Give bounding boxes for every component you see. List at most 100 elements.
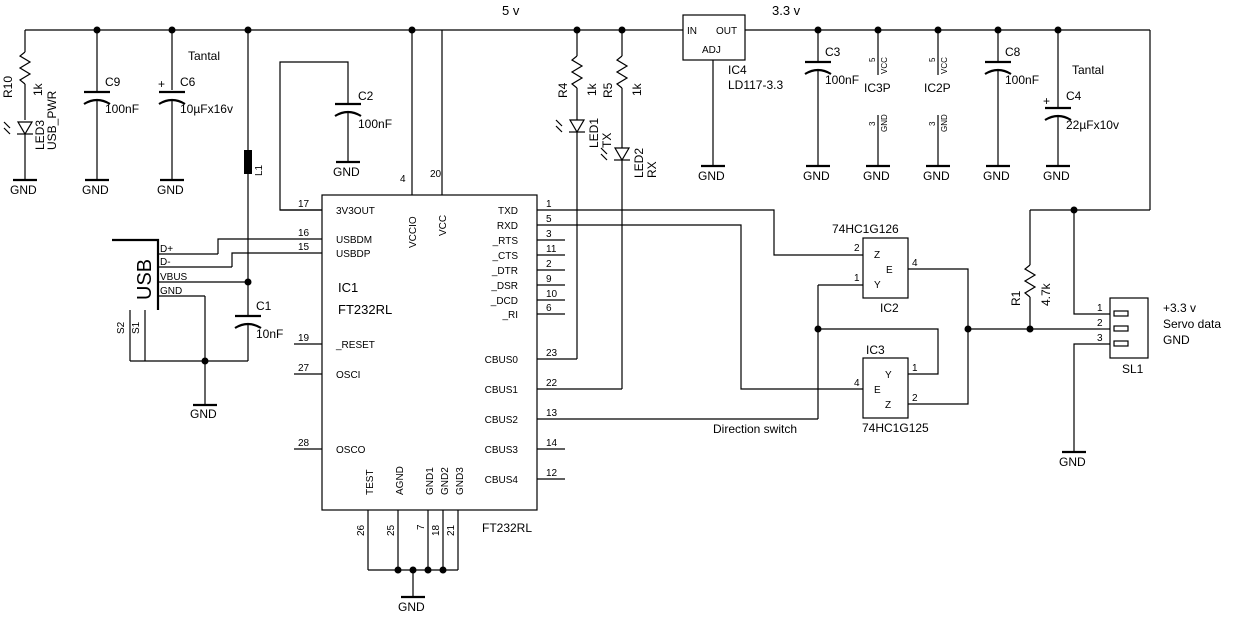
svg-text:18: 18	[431, 524, 442, 536]
svg-text:GND: GND	[1059, 455, 1086, 469]
svg-text:E: E	[886, 265, 893, 276]
svg-text:6: 6	[546, 303, 552, 314]
resistor-r5: R5 1k	[601, 30, 644, 98]
led-led3: LED3 USB_PWR	[3, 90, 59, 180]
svg-text:_DTR: _DTR	[491, 266, 518, 277]
svg-text:12: 12	[546, 468, 558, 479]
svg-text:3: 3	[1097, 333, 1103, 344]
wires-usb-data	[217, 238, 322, 267]
svg-text:CBUS3: CBUS3	[485, 445, 519, 456]
ic3-buffer: IC3 74HC1G125 Y E Z 4 1 2	[854, 343, 929, 435]
svg-text:1k: 1k	[31, 82, 45, 96]
svg-text:OSCI: OSCI	[336, 370, 360, 381]
resistor-r1: R1 4.7k	[1009, 210, 1053, 329]
svg-text:ADJ: ADJ	[702, 45, 721, 56]
inductor-l1: L1	[244, 30, 265, 286]
svg-text:IC2P: IC2P	[924, 81, 951, 95]
svg-text:GND: GND	[1043, 169, 1070, 183]
wires-logic: Direction switch	[565, 209, 1100, 436]
svg-text:R10: R10	[1, 76, 15, 98]
svg-text:R1: R1	[1009, 290, 1023, 306]
ic1-ft232rl: IC1 FT232RL 4 20 VCCIO VCC 17 16 15 19 2…	[280, 30, 818, 570]
svg-text:26: 26	[356, 524, 367, 536]
svg-text:10: 10	[546, 289, 558, 300]
note-tantal-c4: Tantal	[1072, 63, 1104, 77]
svg-text:IC3: IC3	[866, 343, 885, 357]
svg-text:3: 3	[928, 121, 937, 126]
svg-text:3: 3	[546, 229, 552, 240]
svg-text:VCC: VCC	[438, 215, 449, 236]
capacitor-c3: C3 100nF GND	[803, 30, 859, 183]
svg-text:1: 1	[912, 363, 918, 374]
svg-text:7: 7	[416, 524, 427, 530]
svg-text:Y: Y	[874, 280, 881, 291]
svg-text:CBUS0: CBUS0	[485, 355, 519, 366]
svg-text:28: 28	[298, 438, 310, 449]
svg-text:GND: GND	[983, 169, 1010, 183]
svg-text:VBUS: VBUS	[160, 272, 188, 283]
svg-text:L1: L1	[254, 164, 265, 176]
svg-text:GND2: GND2	[440, 467, 451, 495]
svg-text:GND: GND	[1163, 333, 1190, 347]
svg-text:10µFx16v: 10µFx16v	[180, 102, 233, 116]
capacitor-c9: C9 100nF GND	[82, 30, 139, 197]
net-label-3v3: 3.3 v	[772, 3, 801, 18]
capacitor-c1: C1 10nF	[234, 282, 283, 361]
ic2p-power: 5 VCC IC2P 3 GND GND	[923, 30, 951, 183]
connector-usb: USB D+ D- VBUS GND S2 S1	[112, 238, 248, 361]
svg-text:1: 1	[546, 199, 552, 210]
svg-text:Z: Z	[874, 250, 880, 261]
svg-text:2: 2	[854, 243, 860, 254]
svg-text:2: 2	[1097, 318, 1103, 329]
svg-text:_RTS: _RTS	[492, 236, 519, 247]
svg-text:GND: GND	[190, 407, 217, 421]
svg-text:2: 2	[912, 393, 918, 404]
svg-text:GND: GND	[333, 165, 360, 179]
svg-text:SL1: SL1	[1122, 362, 1144, 376]
svg-text:4: 4	[854, 378, 860, 389]
svg-text:_RESET: _RESET	[335, 340, 375, 351]
svg-text:2: 2	[546, 259, 552, 270]
svg-text:11: 11	[546, 244, 557, 255]
svg-text:C3: C3	[825, 45, 841, 59]
svg-text:_CTS: _CTS	[491, 251, 518, 262]
svg-text:RX: RX	[645, 161, 659, 178]
svg-text:C8: C8	[1005, 45, 1021, 59]
svg-text:22: 22	[546, 378, 558, 389]
svg-text:GND: GND	[863, 169, 890, 183]
svg-text:AGND: AGND	[395, 466, 406, 495]
svg-text:IC3P: IC3P	[864, 81, 891, 95]
svg-text:OUT: OUT	[716, 26, 737, 37]
svg-text:CBUS2: CBUS2	[485, 415, 519, 426]
svg-text:C4: C4	[1066, 89, 1082, 103]
capacitor-c8: C8 100nF GND	[983, 30, 1039, 183]
ic3p-power: 5 VCC IC3P 3 GND GND	[863, 30, 891, 183]
svg-text:10nF: 10nF	[256, 327, 283, 341]
svg-text:LED2: LED2	[632, 148, 646, 178]
svg-text:1k: 1k	[585, 82, 599, 96]
svg-text:_RI: _RI	[501, 310, 518, 321]
svg-text:74HC1G126: 74HC1G126	[832, 222, 899, 236]
svg-text:OSCO: OSCO	[336, 445, 366, 456]
svg-text:GND1: GND1	[425, 467, 436, 495]
svg-text:3: 3	[868, 121, 877, 126]
note-tantal-c6: Tantal	[188, 49, 220, 63]
svg-text:GND: GND	[880, 114, 889, 132]
svg-text:1: 1	[1097, 303, 1103, 314]
svg-text:VCC: VCC	[880, 57, 889, 74]
capacitor-c2: C2 100nF GND	[279, 61, 392, 211]
svg-text:S1: S1	[131, 321, 142, 334]
ic1-part: FT232RL	[338, 302, 392, 317]
usb-label: USB	[134, 259, 156, 300]
capacitor-c6: + C6 10µFx16v Tantal GND	[157, 30, 233, 197]
gnd-led3: GND	[10, 178, 37, 197]
resistor-r4: R4 1k	[556, 30, 599, 98]
led-led1: LED1 TX	[555, 88, 614, 359]
svg-text:16: 16	[298, 228, 310, 239]
svg-text:R4: R4	[556, 82, 570, 98]
svg-text:4.7k: 4.7k	[1039, 282, 1053, 306]
svg-text:3V3OUT: 3V3OUT	[336, 206, 375, 217]
svg-text:GND: GND	[157, 183, 184, 197]
svg-text:Y: Y	[885, 370, 892, 381]
